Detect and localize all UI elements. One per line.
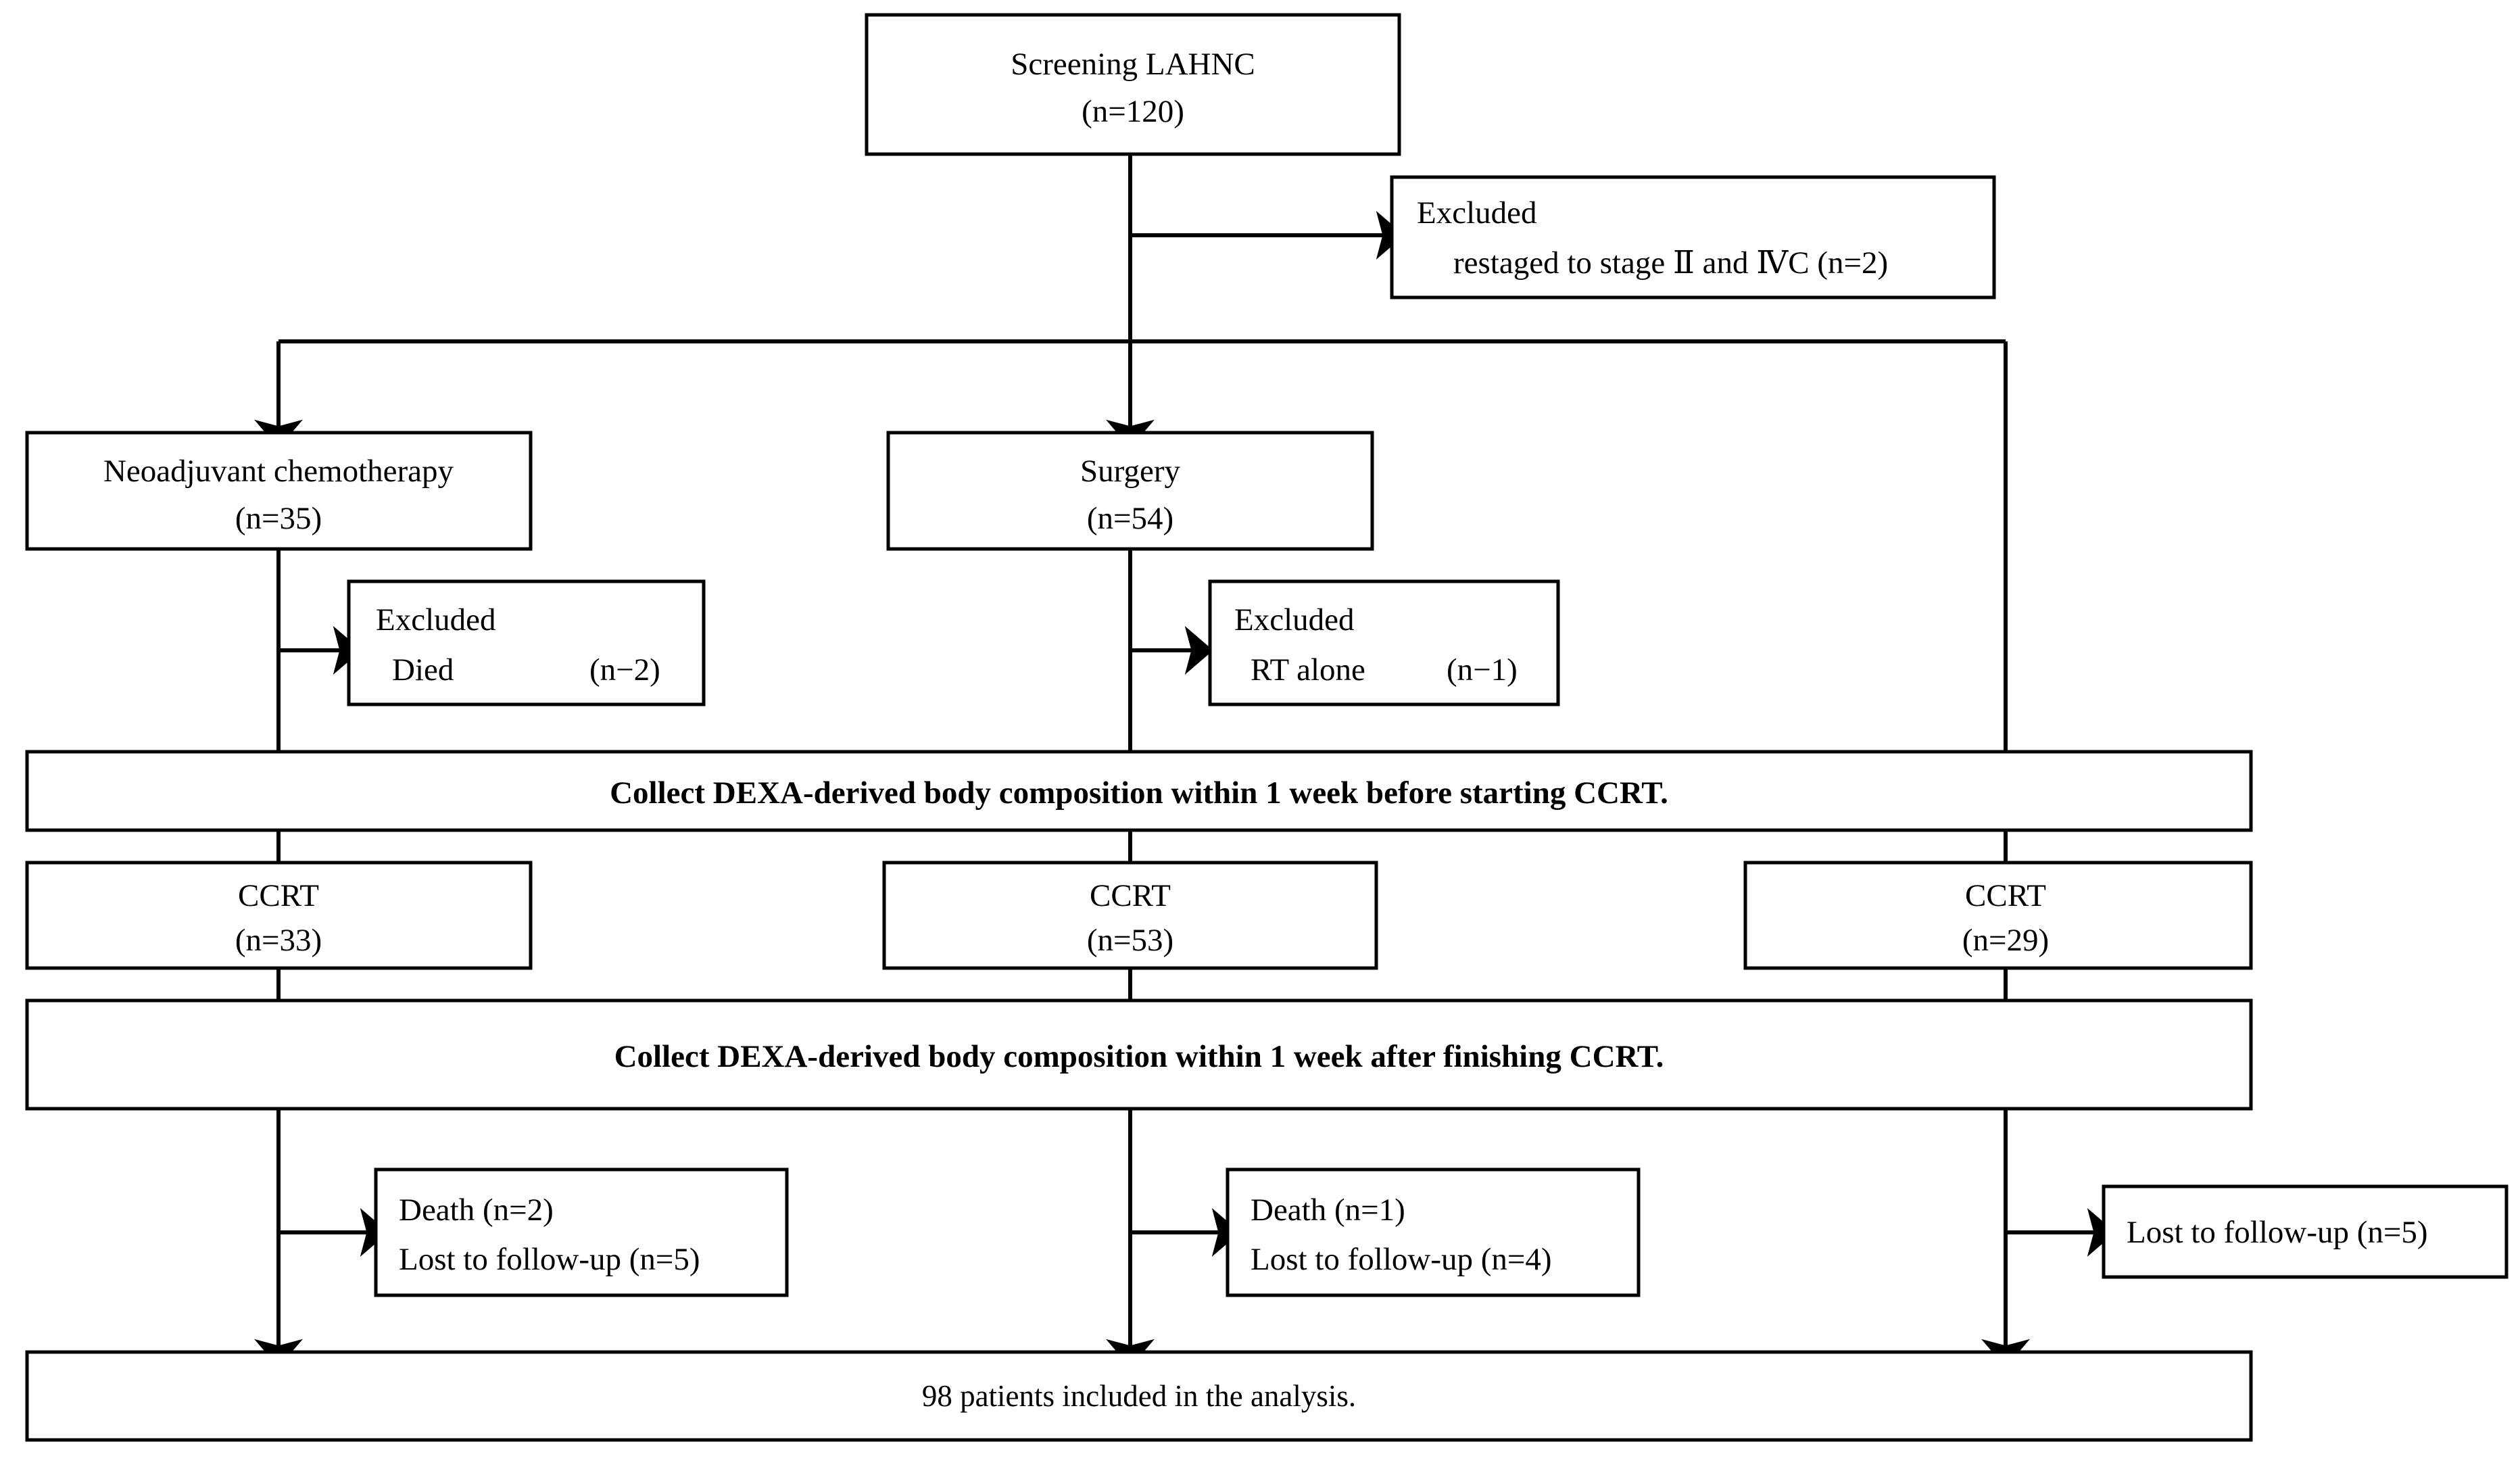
node-screening-line2: (n=120) [1082,94,1184,129]
node-ccrt-right[interactable]: CCRT (n=29) [1743,861,2253,970]
node-attrition-left-box [374,1167,789,1297]
node-excluded-top[interactable]: Excluded restaged to stage Ⅱ and ⅣC (n=2… [1390,175,1996,299]
node-ccrt-left-line2: (n=33) [235,923,322,958]
node-excluded-rt-box [1208,579,1560,706]
node-dexa-before[interactable]: Collect DEXA-derived body composition wi… [25,750,2253,832]
node-excluded-died-box [347,579,706,706]
node-ccrt-left-line1: CCRT [238,878,319,913]
node-excluded-top-box [1390,175,1996,299]
node-attrition-mid-line1: Death (n=1) [1251,1193,1405,1228]
node-dexa-before-box [25,750,2253,832]
node-ccrt-right-line2: (n=29) [1962,923,2049,958]
node-attrition-right-line1: Lost to follow-up (n=5) [2127,1215,2428,1250]
node-ccrt-left[interactable]: CCRT (n=33) [25,861,533,970]
node-final-text: 98 patients included in the analysis. [922,1379,1356,1413]
node-attrition-left[interactable]: Death (n=2) Lost to follow-up (n=5) [374,1167,789,1297]
node-excluded-rt[interactable]: Excluded RT alone (n−1) [1208,579,1560,706]
node-excluded-rt-count: (n−1) [1447,652,1518,688]
node-excluded-died-line1: Excluded [376,602,496,637]
node-dexa-before-text: Collect DEXA-derived body composition wi… [610,775,1668,811]
node-attrition-right-box [2102,1184,2509,1279]
node-excluded-rt-line1: Excluded [1234,602,1355,637]
node-excluded-died-reason: Died [392,652,454,688]
node-surgery-line1: Surgery [1080,454,1180,489]
node-ccrt-right-line1: CCRT [1965,878,2046,913]
node-screening-line1: Screening LAHNC [1011,47,1255,82]
node-ccrt-left-box [25,861,533,970]
node-excluded-top-line1: Excluded [1417,195,1537,231]
node-excluded-died[interactable]: Excluded Died (n−2) [347,579,706,706]
node-neoadjuvant-line1: Neoadjuvant chemotherapy [103,454,454,489]
node-ccrt-mid[interactable]: CCRT (n=53) [882,861,1378,970]
node-attrition-mid-box [1226,1167,1641,1297]
node-attrition-right[interactable]: Lost to follow-up (n=5) [2102,1184,2509,1279]
node-neoadjuvant[interactable]: Neoadjuvant chemotherapy (n=35) [25,431,533,551]
node-surgery[interactable]: Surgery (n=54) [886,431,1374,551]
node-ccrt-right-box [1743,861,2253,970]
node-screening[interactable]: Screening LAHNC (n=120) [865,13,1401,156]
node-attrition-mid[interactable]: Death (n=1) Lost to follow-up (n=4) [1226,1167,1641,1297]
node-attrition-mid-line2: Lost to follow-up (n=4) [1251,1242,1552,1277]
node-screening-box [865,13,1401,156]
node-excluded-died-count: (n−2) [589,652,660,688]
node-dexa-after[interactable]: Collect DEXA-derived body composition wi… [25,998,2253,1111]
node-final-box [25,1350,2253,1442]
node-surgery-line2: (n=54) [1087,501,1173,536]
node-ccrt-mid-line2: (n=53) [1087,923,1173,958]
node-neoadjuvant-line2: (n=35) [235,501,322,536]
node-ccrt-mid-box [882,861,1378,970]
node-attrition-left-line2: Lost to follow-up (n=5) [399,1242,700,1277]
node-surgery-box [886,431,1374,551]
node-attrition-left-line1: Death (n=2) [399,1193,554,1228]
node-excluded-rt-reason: RT alone [1251,652,1365,688]
node-neoadjuvant-box [25,431,533,551]
node-final[interactable]: 98 patients included in the analysis. [25,1350,2253,1442]
node-excluded-top-line2: restaged to stage Ⅱ and ⅣC (n=2) [1453,245,1888,281]
node-ccrt-mid-line1: CCRT [1090,878,1171,913]
node-dexa-after-box [25,998,2253,1111]
node-dexa-after-text: Collect DEXA-derived body composition wi… [614,1039,1664,1074]
